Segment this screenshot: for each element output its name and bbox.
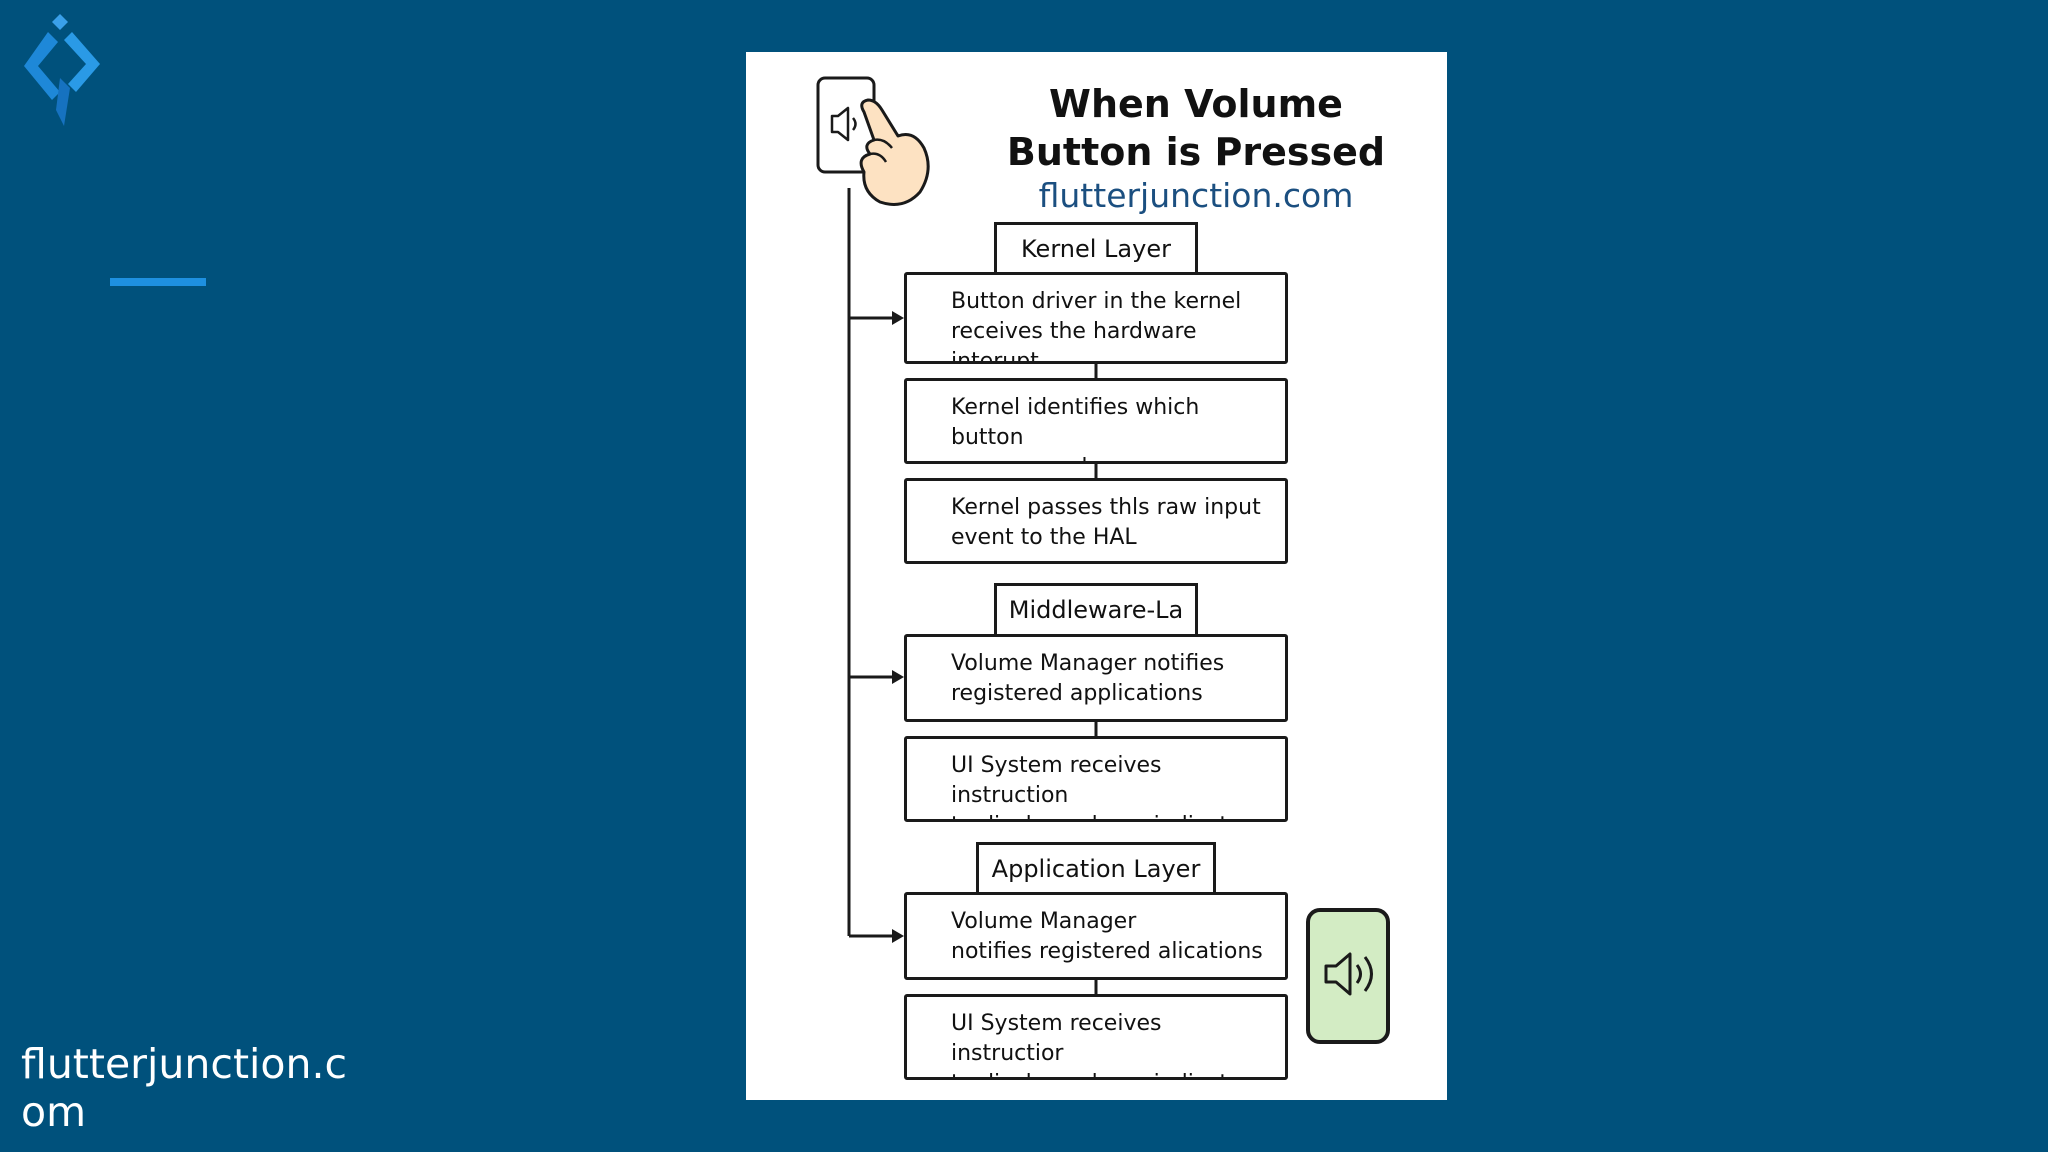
diagram-subtitle: flutterjunction.com [1038, 176, 1354, 215]
phone-speaker-tap-icon [816, 76, 930, 206]
flutterjunction-logo-icon [24, 14, 100, 126]
accent-line [110, 278, 206, 286]
step-box: Volume Manager notifies registered alica… [904, 892, 1288, 980]
flow-diagram [816, 76, 1390, 1044]
step-box: Volume Manager notifies registered appli… [904, 634, 1288, 722]
branch-arrow [849, 929, 904, 943]
step-box: Kernel identifies which button was press… [904, 378, 1288, 464]
footer-brand: flutterjunction.com [21, 1040, 348, 1136]
step-box: Button driver in the kernel receives the… [904, 272, 1288, 364]
step-box: UI System receives instructior to displa… [904, 994, 1288, 1080]
step-box: Kernel passes thls raw input event to th… [904, 478, 1288, 564]
layer-label-application: Application Layer [976, 842, 1216, 896]
diagram-title: When Volume Button is Pressed [1006, 82, 1386, 174]
layer-label-kernel: Kernel Layer [994, 222, 1198, 276]
branch-arrow [849, 311, 904, 325]
diagram-card: When Volume Button is Pressed flutterjun… [746, 52, 1447, 1100]
branch-arrow [849, 670, 904, 684]
layer-label-middleware: Middleware-La [994, 583, 1198, 637]
phone-volume-icon [1306, 908, 1390, 1044]
step-box: UI System receives instruction to displa… [904, 736, 1288, 822]
